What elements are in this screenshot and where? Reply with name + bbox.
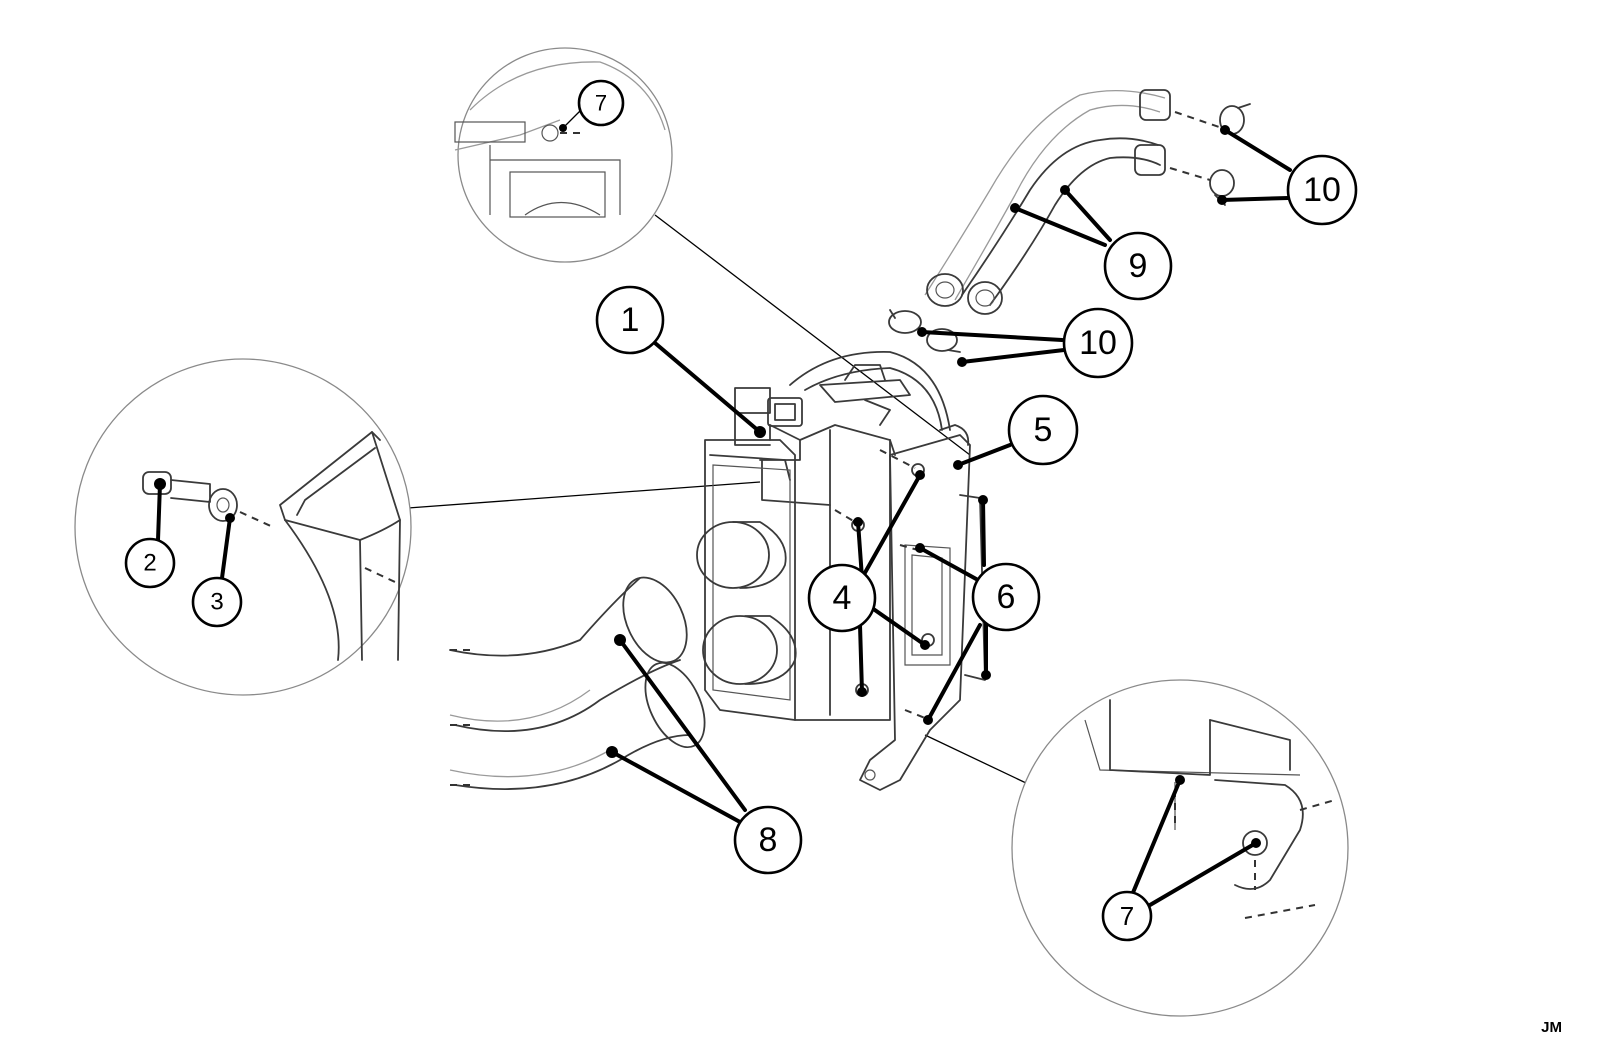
callout-5: 5 [1007, 394, 1079, 466]
detail-circle-bottom [1011, 679, 1349, 1017]
coolant-hoses [924, 89, 1223, 315]
svg-text:7: 7 [595, 91, 607, 116]
svg-text:6: 6 [997, 578, 1016, 616]
svg-text:3: 3 [210, 589, 223, 616]
detail-left-connector [407, 481, 761, 509]
callout-9: 9 [1103, 231, 1173, 301]
detail-circle-top [454, 47, 673, 263]
callout-1: 1 [595, 285, 665, 355]
callout-3: 3 [191, 576, 243, 628]
callout-10-top: 10 [1286, 154, 1358, 226]
leader-lines [154, 110, 1292, 907]
callout-7-top: 7 [577, 79, 625, 127]
svg-text:4: 4 [833, 579, 852, 617]
callout-7-bottom: 7 [1101, 890, 1153, 942]
svg-text:9: 9 [1129, 247, 1148, 285]
detail-circle-left [74, 358, 412, 696]
svg-text:10: 10 [1303, 171, 1341, 209]
author-mark: JM [1541, 1019, 1562, 1036]
heater-box-assembly [696, 351, 986, 791]
callout-8: 8 [733, 805, 803, 875]
detail-top-connector [654, 214, 971, 456]
duct-hoses [449, 576, 706, 790]
callout-10-middle: 10 [1062, 307, 1134, 379]
svg-text:8: 8 [759, 821, 778, 859]
svg-text:5: 5 [1034, 411, 1053, 449]
callout-4: 4 [807, 563, 877, 633]
hose-clamps [888, 103, 1251, 353]
callout-6: 6 [971, 562, 1041, 632]
svg-text:1: 1 [621, 301, 640, 339]
callout-2: 2 [124, 537, 176, 589]
svg-text:2: 2 [143, 550, 156, 577]
svg-text:7: 7 [1120, 901, 1134, 931]
svg-text:10: 10 [1079, 324, 1117, 362]
